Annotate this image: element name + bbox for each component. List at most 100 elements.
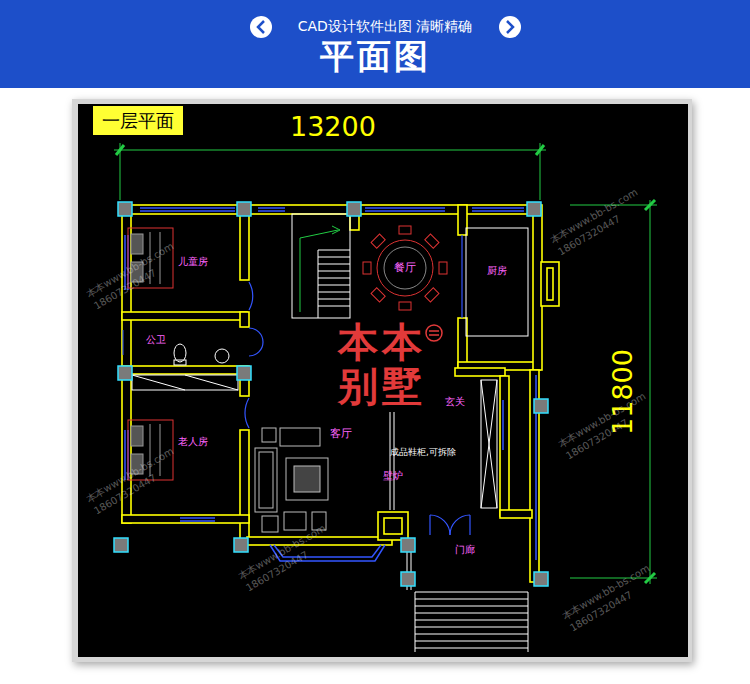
logo-emblem — [429, 330, 439, 332]
dimension: 13200 — [290, 111, 376, 142]
sanitary-fixture — [123, 330, 124, 355]
door-swing — [245, 398, 249, 428]
column — [534, 399, 548, 413]
staircase — [318, 285, 350, 286]
wall — [122, 366, 247, 374]
staircase — [300, 230, 338, 312]
column — [527, 202, 541, 216]
room-name: 客厅 — [330, 428, 352, 441]
dining-table — [363, 226, 447, 310]
column — [401, 538, 415, 552]
sofa — [294, 466, 320, 492]
column — [118, 202, 132, 216]
note: 成品鞋柜,可拆除 — [390, 447, 456, 457]
window — [140, 206, 235, 213]
door-swing — [450, 515, 470, 535]
room-name: 老人房 — [178, 436, 208, 448]
staircase — [318, 250, 319, 318]
wall — [541, 262, 559, 306]
nav-arrow — [250, 16, 521, 38]
entrance-steps — [415, 620, 528, 621]
column — [347, 202, 361, 216]
column — [401, 572, 415, 586]
column — [114, 202, 548, 586]
room-name: 壁炉 — [383, 470, 403, 482]
kitchen-counter — [466, 228, 528, 336]
column — [237, 202, 251, 216]
dining-table — [399, 226, 411, 234]
entrance-steps — [415, 627, 528, 628]
door-swing — [429, 515, 430, 535]
door-swing — [469, 515, 470, 535]
sofa — [262, 428, 276, 442]
railing — [390, 412, 391, 510]
door-swing — [245, 235, 470, 535]
dimension-line — [650, 200, 651, 584]
window — [365, 207, 445, 209]
dining-table — [425, 234, 439, 248]
sofa — [255, 448, 277, 512]
dining-table — [439, 262, 447, 274]
sanitary-fixture — [215, 349, 229, 363]
entrance-steps — [415, 634, 528, 635]
wall — [378, 512, 408, 540]
staircase — [318, 292, 350, 293]
window — [258, 206, 285, 213]
dining-table — [384, 247, 426, 289]
entrance-steps — [415, 592, 416, 652]
nav-arrow — [250, 16, 272, 38]
entrance-steps — [415, 648, 528, 649]
wall — [455, 368, 505, 376]
window — [365, 206, 445, 213]
staircase — [332, 226, 340, 234]
dining-table — [425, 288, 439, 302]
shoe-cabinet — [481, 380, 497, 508]
plan-title-box: 一层平面 — [92, 105, 184, 136]
dining-table — [377, 240, 433, 296]
dining-table — [399, 302, 411, 310]
entrance-steps — [528, 592, 529, 652]
window — [258, 207, 285, 209]
dimension-line — [536, 145, 544, 155]
window — [502, 400, 504, 450]
wall — [247, 537, 392, 545]
nav-arrow — [507, 21, 513, 33]
dimension-line — [116, 145, 124, 155]
staircase — [318, 278, 350, 279]
staircase — [292, 214, 350, 318]
wall — [122, 205, 559, 582]
staircase — [292, 214, 350, 318]
sofa — [284, 512, 306, 530]
staircase — [318, 264, 350, 265]
railing — [390, 412, 411, 590]
room-name: 玄关 — [445, 396, 465, 408]
wall — [122, 515, 249, 523]
dimension-line — [114, 150, 546, 151]
door-swing — [249, 282, 253, 310]
door-swing — [430, 515, 450, 535]
page-title: 平面图 — [320, 36, 431, 77]
room-name: 儿童房 — [178, 256, 208, 268]
window — [180, 516, 215, 522]
logo-emblem — [426, 325, 442, 341]
entrance-steps — [415, 599, 528, 600]
sanitary-fixture — [123, 330, 229, 365]
logo-emblem — [426, 325, 442, 341]
wardrobe — [132, 375, 185, 390]
window — [140, 210, 235, 212]
shoe-cabinet — [481, 380, 497, 508]
wall — [500, 376, 509, 516]
sofa — [286, 458, 328, 500]
window — [123, 206, 536, 561]
door-swing — [249, 328, 263, 356]
column — [534, 572, 548, 586]
nav-arrow — [258, 21, 264, 33]
bed — [131, 234, 143, 254]
wardrobe — [132, 375, 238, 390]
window — [472, 206, 524, 213]
dimension-line — [645, 200, 655, 210]
sofa — [262, 516, 278, 532]
sanitary-fixture — [174, 360, 186, 365]
sofa — [255, 428, 328, 532]
